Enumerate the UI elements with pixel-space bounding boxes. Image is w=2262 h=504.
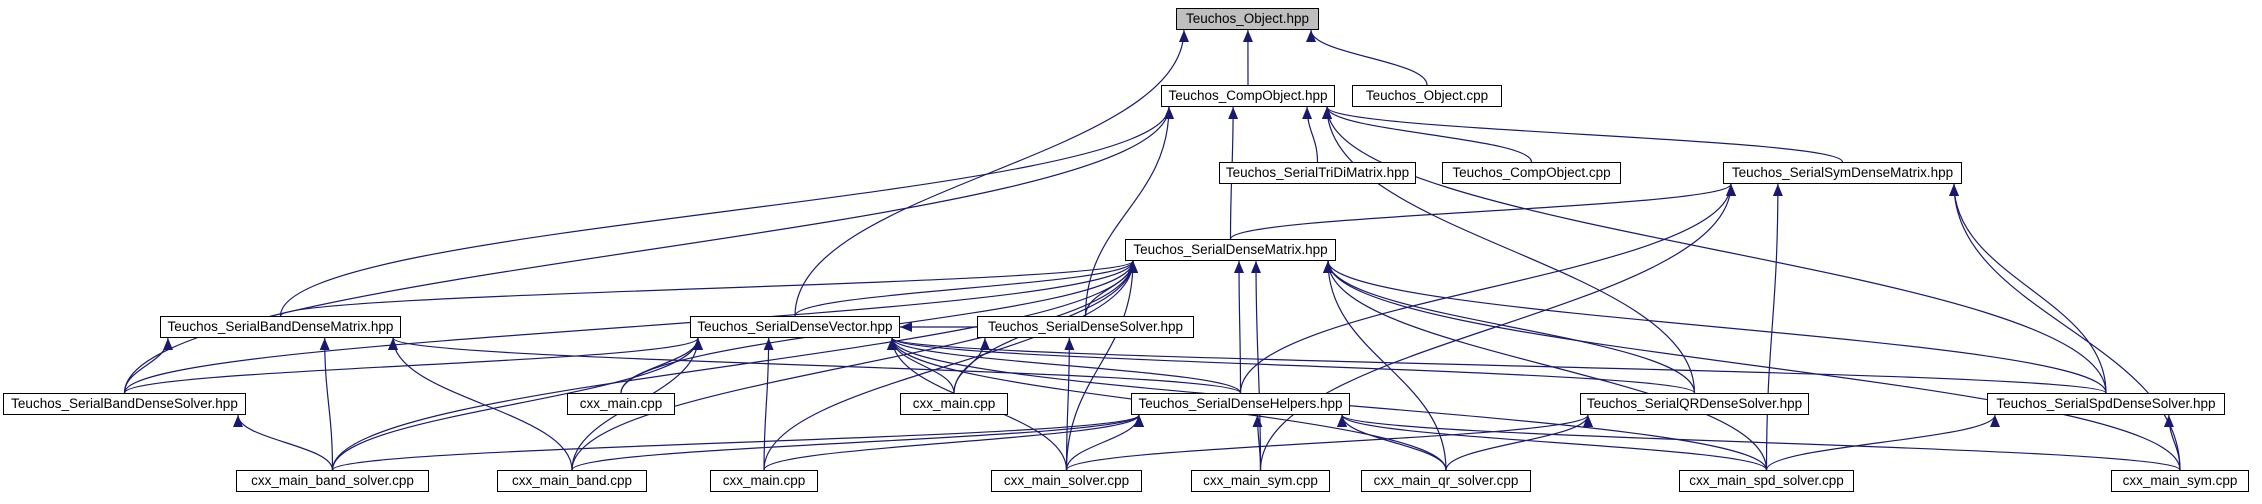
node-object-cpp[interactable]: Teuchos_Object.cpp (1352, 85, 1502, 107)
node-symdense-hpp[interactable]: Teuchos_SerialSymDenseMatrix.hpp (1723, 162, 1962, 184)
edge-spd_solver_cpp-to-spdsolver_hpp (1765, 414, 2000, 471)
edge-compobject_cpp-to-compobject_hpp (1322, 106, 1533, 163)
node-densesolver-hpp[interactable]: Teuchos_SerialDenseSolver.hpp (977, 316, 1194, 338)
node-cxx-main-b[interactable]: cxx_main.cpp (900, 393, 1008, 415)
node-cxx-main-c[interactable]: cxx_main.cpp (710, 470, 818, 492)
edge-sym_cpp_a-to-densehelpers_hpp (1252, 414, 1263, 471)
edge-symdense_hpp-to-compobject_hpp (1322, 106, 1844, 163)
edge-band_cpp-to-densehelpers_hpp (571, 414, 1144, 471)
edge-sym_cpp_b-to-densematrix_hpp (1323, 260, 2181, 471)
edge-qrsolver_hpp-to-densevector_hpp (887, 337, 1696, 394)
edge-qr_solver_cpp-to-qrsolver_hpp (1445, 414, 1593, 471)
edge-spd_solver_cpp-to-symdense_hpp (1765, 183, 1783, 471)
edge-cxx_main_c-to-densematrix_hpp (763, 260, 1138, 471)
edge-band_cpp-to-densematrix_hpp (571, 260, 1138, 471)
node-band-solver-cpp[interactable]: cxx_main_band_solver.cpp (236, 470, 429, 492)
node-qr-solver-cpp[interactable]: cxx_main_qr_solver.cpp (1361, 470, 1531, 492)
edge-sym_cpp_b-to-spdsolver_hpp (2163, 414, 2181, 471)
edge-band_solver_cpp-to-banddense_hpp (319, 337, 334, 471)
edge-densehelpers_hpp-to-banddense_hpp (388, 337, 1242, 394)
edge-densevector_hpp-to-object_hpp (794, 29, 1189, 317)
edge-densehelpers_hpp-to-symdense_hpp (1239, 183, 1736, 394)
edge-spdsolver_hpp-to-symdense_hpp (1949, 183, 2107, 394)
node-cxx-main-a[interactable]: cxx_main.cpp (567, 393, 675, 415)
edge-sym_cpp_a-to-densematrix_hpp (1251, 260, 1262, 471)
edge-banddense_hpp-to-densematrix_hpp (279, 260, 1138, 317)
edge-solver_cpp-to-densesolver_hpp (1064, 337, 1075, 471)
edge-densehelpers_hpp-to-densematrix_hpp (1234, 260, 1245, 394)
node-object-hpp: Teuchos_Object.hpp (1176, 8, 1319, 30)
node-band-cpp[interactable]: cxx_main_band.cpp (497, 470, 647, 492)
edge-qrsolver_hpp-to-densematrix_hpp (1323, 260, 1696, 394)
edge-bandsolver_hpp-to-densematrix_hpp (123, 260, 1138, 394)
edge-bandsolver_hpp-to-banddense_hpp (123, 337, 173, 394)
edge-cxx_main_a-to-densevector_hpp (620, 337, 703, 394)
node-bandsolver-hpp[interactable]: Teuchos_SerialBandDenseSolver.hpp (3, 393, 246, 415)
node-densematrix-hpp[interactable]: Teuchos_SerialDenseMatrix.hpp (1125, 239, 1336, 261)
edge-band_solver_cpp-to-bandsolver_hpp (233, 414, 334, 471)
edge-spd_solver_cpp-to-densematrix_hpp (1323, 260, 1768, 471)
node-compobject-hpp[interactable]: Teuchos_CompObject.hpp (1161, 85, 1335, 107)
edge-densesolver_hpp-to-compobject_hpp (1084, 106, 1174, 317)
edge-bandsolver_hpp-to-densevector_hpp (123, 337, 703, 394)
edge-bandsolver_hpp-to-compobject_hpp (123, 106, 1174, 394)
node-tridi-hpp[interactable]: Teuchos_SerialTriDiMatrix.hpp (1219, 162, 1416, 184)
edge-solver_cpp-to-densehelpers_hpp (1065, 414, 1144, 471)
edge-spdsolver_hpp-to-compobject_hpp (1322, 106, 2107, 394)
edge-band_solver_cpp-to-densematrix_hpp (331, 260, 1138, 471)
edge-spdsolver_hpp-to-densematrix_hpp (1323, 260, 2107, 394)
edge-densevector_hpp-to-densematrix_hpp (794, 260, 1138, 317)
node-banddense-hpp[interactable]: Teuchos_SerialBandDenseMatrix.hpp (160, 316, 401, 338)
node-sym-cpp-b[interactable]: cxx_main_sym.cpp (2111, 470, 2249, 492)
edge-sym_cpp_b-to-symdense_hpp (1949, 183, 2181, 471)
edge-cxx_main_c-to-densehelpers_hpp (763, 414, 1144, 471)
edge-spd_solver_cpp-to-densehelpers_hpp (1337, 414, 1768, 471)
edge-sym_cpp_b-to-densehelpers_hpp (1337, 414, 2181, 471)
node-densehelpers-hpp[interactable]: Teuchos_SerialDenseHelpers.hpp (1131, 393, 1350, 415)
node-spd-solver-cpp[interactable]: cxx_main_spd_solver.cpp (1679, 470, 1854, 492)
edge-cxx_main_b-to-densesolver_hpp (953, 337, 990, 394)
node-qrsolver-hpp[interactable]: Teuchos_SerialQRDenseSolver.hpp (1580, 393, 1809, 415)
edge-spdsolver_hpp-to-densevector_hpp (887, 337, 2107, 394)
edge-banddense_hpp-to-compobject_hpp (279, 106, 1174, 317)
node-densevector-hpp[interactable]: Teuchos_SerialDenseVector.hpp (690, 316, 900, 338)
edge-band_solver_cpp-to-densevector_hpp (331, 337, 703, 471)
edge-cxx_main_c-to-densevector_hpp (763, 337, 774, 471)
edge-densehelpers_hpp-to-densevector_hpp (887, 337, 1242, 394)
node-sym-cpp-a[interactable]: cxx_main_sym.cpp (1191, 470, 1330, 492)
edge-solver_cpp-to-densematrix_hpp (1065, 260, 1138, 471)
edge-band_solver_cpp-to-densehelpers_hpp (331, 414, 1144, 471)
edge-qrsolver_hpp-to-compobject_hpp (1322, 106, 1696, 394)
node-solver-cpp[interactable]: cxx_main_solver.cpp (991, 470, 1142, 492)
edge-qr_solver_cpp-to-densematrix_hpp (1323, 260, 1447, 471)
node-compobject-cpp[interactable]: Teuchos_CompObject.cpp (1442, 162, 1621, 184)
edge-solver_cpp-to-qrsolver_hpp (1065, 414, 1593, 471)
node-spdsolver-hpp[interactable]: Teuchos_SerialSpdDenseSolver.hpp (1987, 393, 2225, 415)
edge-densematrix_hpp-to-symdense_hpp (1229, 183, 1736, 240)
edge-tridi_hpp-to-compobject_hpp (1302, 106, 1319, 163)
edge-object_cpp-to-object_hpp (1306, 29, 1428, 86)
